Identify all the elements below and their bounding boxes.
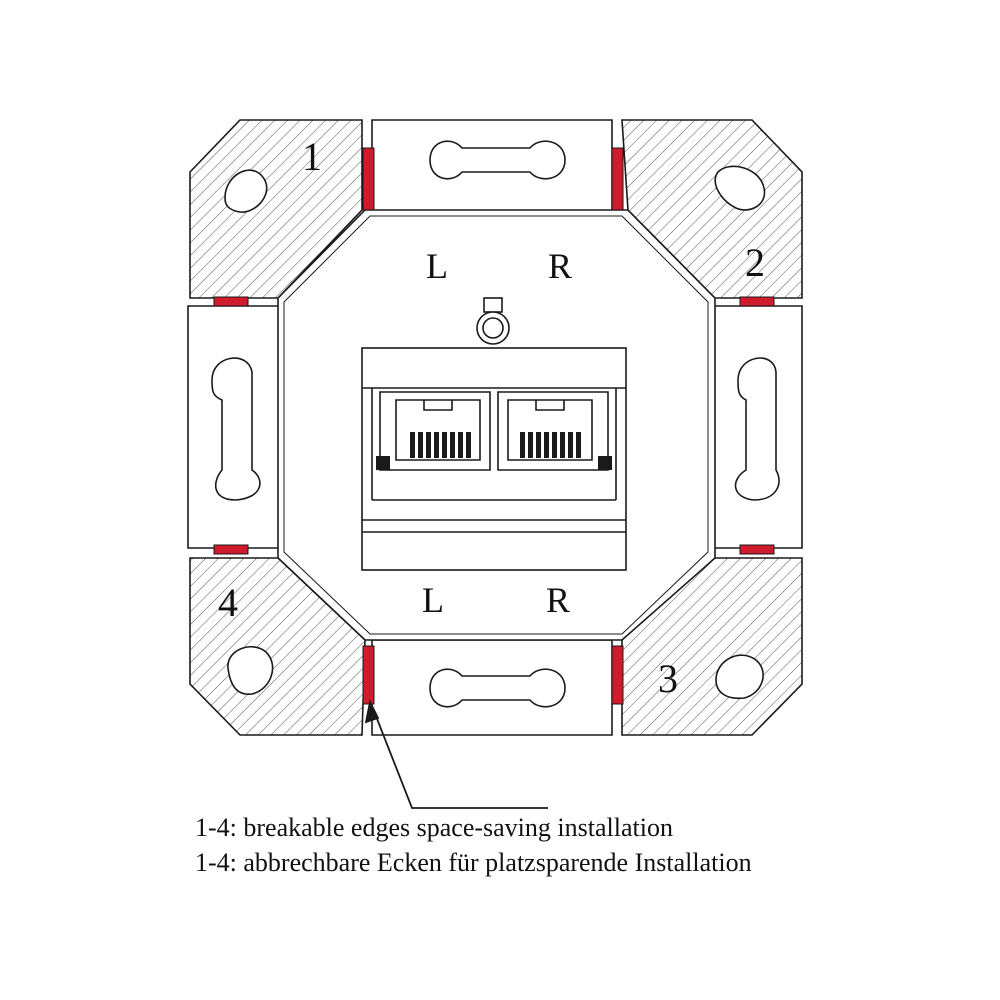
port-label-top-right: R	[548, 246, 572, 286]
caption-german: 1-4: abbrechbare Ecken für platzsparende…	[195, 848, 752, 877]
mounting-hole	[224, 169, 268, 213]
corner-number-1: 1	[302, 134, 322, 179]
screw-icon	[476, 297, 510, 345]
break-point	[739, 544, 775, 555]
port-label-bottom-right: R	[546, 580, 570, 620]
port-label-bottom-left: L	[422, 580, 444, 620]
port-label-top-left: L	[426, 246, 448, 286]
break-point	[362, 147, 375, 211]
corner-number-2: 2	[745, 240, 765, 285]
corner-3[interactable]	[621, 557, 803, 736]
break-point	[213, 544, 249, 555]
mounting-hole	[714, 165, 766, 211]
corner-2[interactable]	[621, 119, 803, 299]
corner-4[interactable]	[189, 557, 366, 736]
jack-contacts	[376, 432, 612, 470]
break-point	[739, 296, 775, 307]
corner-1[interactable]	[189, 119, 363, 299]
caption-english: 1-4: breakable edges space-saving instal…	[195, 813, 673, 842]
break-point	[611, 147, 624, 211]
leader-arrow	[364, 699, 548, 809]
corner-number-4: 4	[218, 580, 238, 625]
mounting-slots	[211, 140, 780, 708]
break-points	[213, 147, 775, 705]
mounting-hole	[715, 654, 764, 700]
break-point	[611, 645, 624, 705]
break-point	[362, 645, 375, 705]
break-point	[213, 296, 249, 307]
mounting-hole	[227, 646, 274, 695]
corner-number-3: 3	[658, 656, 678, 701]
rj45-double-jack-icon	[361, 347, 627, 571]
